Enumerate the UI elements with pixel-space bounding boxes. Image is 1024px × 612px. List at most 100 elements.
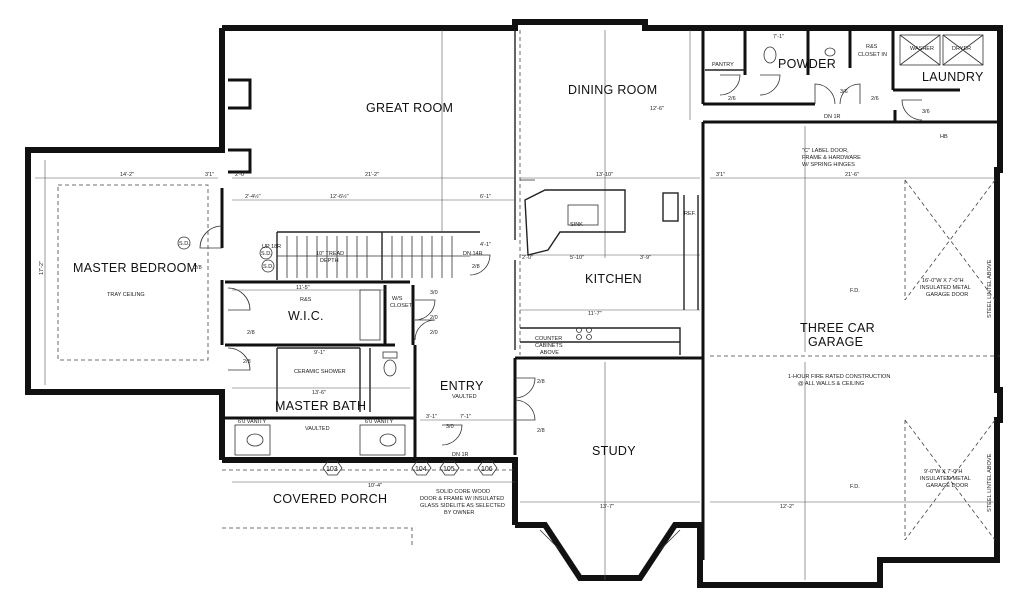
- note-c-label-1: "C" LABEL DOOR,: [802, 148, 849, 154]
- tag-106: 106: [481, 466, 493, 473]
- note-garage-door-bot-3: GARAGE DOOR: [926, 483, 968, 489]
- room-pantry: PANTRY: [712, 62, 734, 68]
- label-ref: REF.: [684, 211, 696, 217]
- note-c-label-2: FRAME & HARDWARE: [802, 155, 861, 161]
- dim-9-1: 9'-1": [314, 350, 325, 356]
- label-vanity-left: 6'0 VANITY: [238, 419, 266, 425]
- dim-11-7: 11'-7": [588, 311, 602, 317]
- dim-door-2-8-b: 2/8: [247, 330, 255, 336]
- dim-13-10: 13'-10": [596, 172, 613, 178]
- note-garage-door-top-1: 16'-0"W X 7'-0"H: [922, 278, 964, 284]
- dim-door-3-6-garage: 3/6: [840, 89, 848, 95]
- label-closet-in: CLOSET IN: [858, 52, 887, 58]
- dim-3-1-a: 3'1": [205, 172, 214, 178]
- note-c-label-3: W/ SPRING HINGES: [802, 162, 855, 168]
- door-swings: [199, 74, 923, 551]
- dim-12-6-b: 12'-6": [650, 106, 664, 112]
- note-entry-door-4: BY OWNER: [444, 510, 474, 516]
- dim-door-2-0-c: 2/0: [430, 315, 438, 321]
- room-master-bedroom: MASTER BEDROOM: [73, 261, 197, 275]
- dim-4-1: 4'-1": [480, 242, 491, 248]
- label-vanity-right: 6'0 VANITY: [365, 419, 393, 425]
- note-garage-door-bot-1: 9'-0"W X 7'-0"H: [924, 469, 962, 475]
- label-fd-1: F.D.: [850, 288, 860, 294]
- dim-door-2-0-d: 2/0: [430, 330, 438, 336]
- label-tread-2: DEPTH: [320, 258, 339, 264]
- room-covered-porch: COVERED PORCH: [273, 492, 387, 506]
- label-closet-2: CLOSET: [390, 303, 413, 309]
- label-closet-1: W/S: [392, 296, 403, 302]
- dim-door-3-6-laundry: 3/6: [922, 109, 930, 115]
- note-steel-lintel-bot: STEEL LINTEL ABOVE: [987, 453, 993, 512]
- dim-door-3-0-entry: 3/0: [446, 424, 454, 430]
- label-up-18r: UP 18R: [262, 244, 281, 250]
- label-dryer: DRYER: [952, 46, 971, 52]
- stairs: [277, 236, 470, 278]
- dim-6-1: 6'-1": [480, 194, 491, 200]
- interior-walls: [220, 30, 1000, 560]
- dim-door-2-8-e: 2/8: [537, 428, 545, 434]
- note-garage-door-top-3: GARAGE DOOR: [926, 292, 968, 298]
- dashed-lines: [57, 30, 1000, 545]
- dim-17-2: 17'-2": [39, 261, 45, 275]
- tag-105: 105: [443, 466, 455, 473]
- dim-3-9: 3'-9": [640, 255, 651, 261]
- label-rs-closet: R&S: [866, 44, 878, 50]
- dim-2-4: 2'-4½": [245, 193, 261, 200]
- note-garage-door-bot-2: INSULATED METAL: [920, 476, 971, 482]
- dim-door-2-6-b: 2/6: [871, 96, 879, 102]
- room-study: STUDY: [592, 444, 636, 458]
- room-great-room: GREAT ROOM: [366, 101, 453, 115]
- dim-7-1-b: 7'-1": [460, 414, 471, 420]
- room-dining-room: DINING ROOM: [568, 83, 657, 97]
- dim-21-6: 21'-6": [845, 172, 859, 178]
- dim-7-1: 7'-1": [773, 34, 784, 40]
- label-dn-14r: DN 14R: [463, 251, 483, 257]
- dim-2-0-b: 2'-0": [522, 255, 533, 261]
- dim-3-1-c: 3'-1": [426, 414, 437, 420]
- room-powder: POWDER: [778, 57, 836, 71]
- dim-door-2-8-f: 2/8: [472, 264, 480, 270]
- label-counter-1: COUNTER: [535, 336, 562, 342]
- dim-door-2-8-a: 2/8: [194, 265, 202, 271]
- exterior-walls: [25, 19, 1003, 588]
- label-bath-vaulted: VAULTED: [305, 426, 330, 432]
- dim-5-10: 5'-10": [570, 255, 584, 261]
- dimension-lines: [35, 30, 995, 580]
- label-hb: HB: [940, 134, 948, 140]
- label-entry-vaulted: VAULTED: [452, 394, 477, 400]
- label-dn-1r-entry: DN 1R: [452, 452, 469, 458]
- window-tags: [177, 236, 498, 476]
- label-washer: WASHER: [910, 46, 934, 52]
- tag-104: 104: [415, 466, 427, 473]
- dim-2-0-a: 2'-0": [235, 172, 246, 178]
- fixtures: [234, 34, 984, 456]
- dim-11-5: 11'-5": [296, 285, 310, 291]
- label-rs-wic: R&S: [300, 297, 312, 303]
- dim-10-4: 10'-4": [368, 483, 382, 489]
- tag-sd-2: S.D.: [261, 251, 272, 257]
- tag-sd-1: S.D.: [179, 241, 190, 247]
- label-fd-2: F.D.: [850, 484, 860, 490]
- note-entry-door-3: GLASS SIDELITE AS SELECTED: [420, 503, 505, 509]
- label-dn-1r-garage: DN 1R: [824, 114, 841, 120]
- label-sink: SINK: [570, 222, 583, 228]
- dim-13-6: 13'-6": [312, 390, 326, 396]
- room-master-bath: MASTER BATH: [275, 399, 366, 413]
- label-tread-1: 10" TREAD: [316, 251, 344, 257]
- dim-13-7: 13'-7": [600, 504, 614, 510]
- label-counter-3: ABOVE: [540, 350, 559, 356]
- dim-door-3-0-closet: 3/0: [430, 290, 438, 296]
- dim-12-2: 12'-2": [780, 504, 794, 510]
- dim-12-6: 12'-6½": [330, 193, 349, 200]
- note-steel-lintel-top: STEEL LINTEL ABOVE: [987, 259, 993, 318]
- label-ceramic-shower: CERAMIC SHOWER: [294, 369, 346, 375]
- label-tray-ceiling: TRAY CEILING: [107, 292, 145, 298]
- note-fire-1: 1-HOUR FIRE RATED CONSTRUCTION: [788, 374, 890, 380]
- tag-103: 103: [326, 466, 338, 473]
- label-counter-2: CABINETS: [535, 343, 563, 349]
- note-entry-door-2: DOOR & FRAME W/ INSULATED: [420, 496, 504, 502]
- dim-door-2-6-a: 2/6: [728, 96, 736, 102]
- dim-3-1-b: 3'1": [716, 172, 725, 178]
